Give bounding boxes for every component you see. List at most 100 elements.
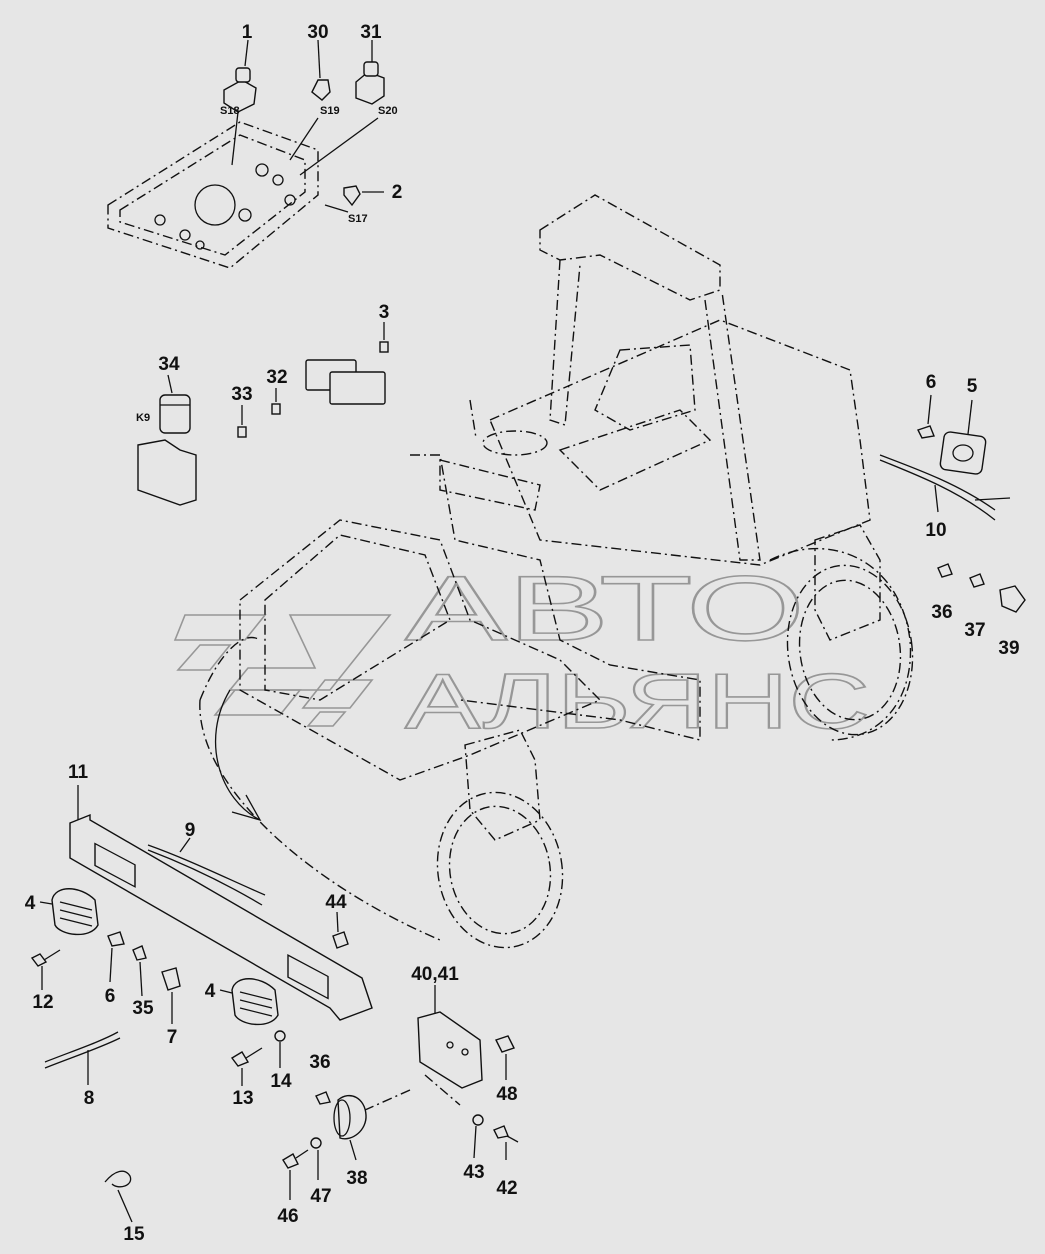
label-10: 10 (925, 520, 946, 541)
label-4-bottom: 4 (205, 981, 216, 1002)
cable-8 (44, 1037, 121, 1069)
label-32: 32 (266, 367, 287, 388)
light-bar-group (30, 785, 373, 1086)
label-6-top: 6 (926, 372, 937, 393)
label-40-41: 40,41 (411, 964, 459, 985)
washer-47-icon (310, 1137, 322, 1149)
panel-hole-icon (194, 184, 236, 226)
bulb-6b-icon (107, 931, 125, 947)
label-48: 48 (496, 1084, 517, 1105)
label-1: 1 (242, 22, 253, 43)
watermark-line1: АВТО (405, 558, 805, 660)
beacon-group (104, 985, 519, 1223)
label-31: 31 (360, 22, 382, 43)
label-37: 37 (964, 620, 985, 641)
watermark-line2: АЛЬЯНС (405, 657, 870, 745)
socket-7-icon (161, 967, 181, 991)
label-15: 15 (123, 1224, 145, 1245)
relay-group (137, 322, 389, 506)
rotation-arrow-icon (214, 689, 261, 821)
bulb-36b-icon (315, 1091, 331, 1105)
label-7: 7 (167, 1027, 178, 1048)
label-6-bottom: 6 (105, 986, 116, 1007)
screw-12-icon (30, 953, 48, 967)
switch-panel (107, 39, 385, 269)
steering-wheel (482, 430, 548, 456)
sublabel-s17: S17 (348, 213, 368, 225)
label-34: 34 (158, 354, 180, 375)
watermark: АВТО АЛЬЯНС (173, 557, 871, 746)
fuse-3-icon (379, 341, 389, 353)
tail-lamp-4a-icon (51, 888, 99, 936)
screw-42-icon (493, 1125, 509, 1139)
tail-lamp-4b-icon (231, 978, 279, 1026)
sublabel-k9: K9 (136, 412, 150, 424)
label-3: 3 (379, 302, 390, 323)
label-42: 42 (496, 1178, 517, 1199)
nut-44-icon (332, 931, 349, 949)
sublabel-s18: S18 (220, 105, 240, 117)
dashboard-panel (439, 459, 541, 511)
bulb-6-icon (917, 425, 935, 439)
callout-labels: 1 30 31 2 3 34 33 32 6 5 10 36 37 39 11 … (25, 22, 1020, 1245)
label-36-right: 36 (931, 602, 952, 623)
work-lamp-5-icon (939, 431, 987, 475)
bracket-40-41-icon (417, 1011, 483, 1089)
fuse-33-icon (237, 426, 247, 438)
cable-10 (879, 454, 996, 511)
right-components (879, 394, 1026, 613)
label-46: 46 (277, 1206, 298, 1227)
nut-48-icon (495, 1035, 515, 1053)
label-13: 13 (232, 1088, 253, 1109)
label-30: 30 (307, 22, 328, 43)
sublabel-s20: S20 (378, 105, 398, 117)
bulb-36-icon (937, 563, 953, 578)
watermark-logo-icon (173, 614, 392, 727)
cable-9 (147, 844, 266, 896)
machine-body (489, 319, 871, 566)
cable-tie-15-icon (104, 1170, 132, 1188)
label-12: 12 (32, 992, 53, 1013)
beacon-38-icon (337, 1095, 367, 1140)
switch-s19-icon (311, 79, 331, 101)
washer-14-icon (274, 1030, 286, 1042)
label-4-left: 4 (25, 893, 36, 914)
label-11: 11 (68, 762, 89, 783)
relay-k9-icon (159, 394, 191, 434)
relay-bracket-icon (137, 439, 197, 506)
operator-seat (594, 344, 696, 431)
switch-s17-icon (343, 185, 361, 207)
front-drum (436, 791, 564, 949)
label-47: 47 (310, 1186, 331, 1207)
washer-43-icon (472, 1114, 484, 1126)
label-8: 8 (84, 1088, 95, 1109)
label-2: 2 (392, 182, 403, 203)
label-14: 14 (270, 1071, 292, 1092)
component-sublabels: S18 S19 S20 S17 K9 (136, 105, 398, 424)
switch-s20-icon (355, 71, 385, 105)
label-33: 33 (231, 384, 252, 405)
roller-machine (199, 194, 914, 949)
front-drum-arc (199, 699, 441, 941)
fuse-32-icon (271, 403, 281, 415)
label-43: 43 (463, 1162, 484, 1183)
label-36-bottom: 36 (309, 1052, 330, 1073)
label-9: 9 (185, 820, 196, 841)
front-frame (239, 519, 602, 781)
bulb-35-icon (132, 945, 147, 961)
label-38: 38 (346, 1168, 367, 1189)
front-drum-mount (464, 729, 541, 841)
label-39: 39 (998, 638, 1019, 659)
bulb-37-icon (969, 573, 985, 588)
beacon-39-icon (999, 585, 1026, 613)
label-35: 35 (132, 998, 154, 1019)
screw-13-icon (230, 1051, 250, 1067)
sublabel-s19: S19 (320, 105, 340, 117)
label-5: 5 (967, 376, 978, 397)
rops-top (539, 194, 721, 301)
label-44: 44 (325, 892, 347, 913)
screw-46-icon (282, 1153, 299, 1169)
rear-drum-mount (814, 524, 881, 641)
panel-plate (107, 121, 319, 269)
